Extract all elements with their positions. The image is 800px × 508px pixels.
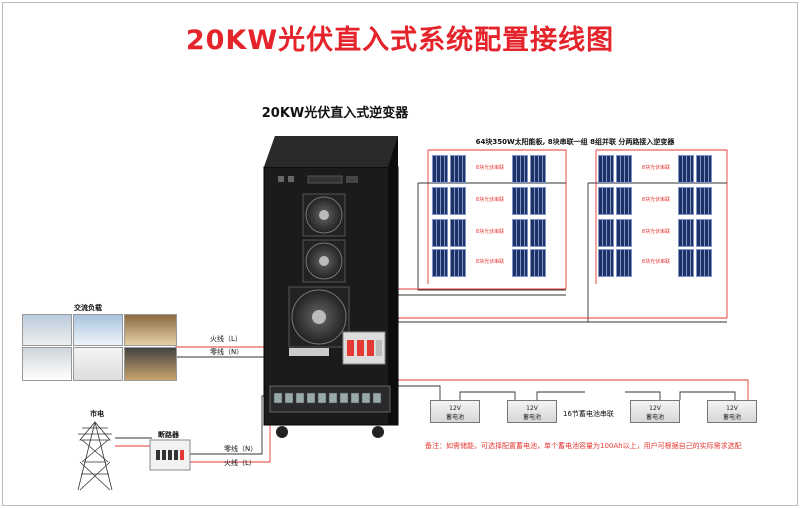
solar-panel xyxy=(530,155,546,183)
pv-array-title: 64块350W太阳能板, 8块串联一组 8组并联 分两路接入逆变器 xyxy=(475,138,675,146)
pv-string-label: 8块光伏串联 xyxy=(641,197,671,203)
induction-cooker-image xyxy=(124,347,177,381)
solar-panel xyxy=(616,187,632,215)
pv-string: 8块光伏串联 xyxy=(598,187,716,217)
ac-load-title: 交流负载 xyxy=(74,304,102,312)
solar-panel xyxy=(678,219,694,247)
solar-panel xyxy=(512,249,528,277)
solar-panel xyxy=(678,155,694,183)
pv-string: 8块光伏串联 xyxy=(432,219,550,249)
solar-panel xyxy=(530,219,546,247)
breaker-box xyxy=(149,439,191,471)
pv-string: 8块光伏串联 xyxy=(432,187,550,217)
solar-panel xyxy=(450,249,466,277)
solar-panel xyxy=(696,155,712,183)
grid-neutral-label: 零线（N） xyxy=(224,445,258,453)
pv-string: 8块光伏串联 xyxy=(598,249,716,279)
inverter-cabinet xyxy=(263,136,399,438)
battery-voltage: 12V xyxy=(449,405,461,412)
battery: 12V 蓄电池 xyxy=(707,400,757,423)
grid-live-label: 火线（L） xyxy=(224,459,256,467)
battery-name: 蓄电池 xyxy=(522,414,541,421)
battery-name: 蓄电池 xyxy=(645,414,664,421)
power-tower xyxy=(77,421,113,491)
solar-panel xyxy=(512,187,528,215)
pv-string-label: 8块光伏串联 xyxy=(475,229,505,235)
pv-string-label: 8块光伏串联 xyxy=(475,197,505,203)
battery-note: 备注：如需储能，可选择配置蓄电池，单个蓄电池容量为100Ah以上，用户可根据自己… xyxy=(425,442,742,450)
pv-string: 8块光伏串联 xyxy=(598,219,716,249)
solar-panel xyxy=(696,249,712,277)
pv-string: 8块光伏串联 xyxy=(432,249,550,279)
solar-panel xyxy=(696,219,712,247)
laptop-image xyxy=(73,314,123,346)
battery-name: 蓄电池 xyxy=(722,414,741,421)
pv-string-label: 8块光伏串联 xyxy=(641,229,671,235)
battery-series-label: 16节蓄电池串联 xyxy=(563,410,614,418)
solar-panel xyxy=(432,249,448,277)
pv-string: 8块光伏串联 xyxy=(598,155,716,185)
page-title: 20KW光伏直入式系统配置接线图 xyxy=(185,25,615,56)
battery-voltage: 12V xyxy=(526,405,538,412)
solar-panel xyxy=(598,219,614,247)
pv-string-label: 8块光伏串联 xyxy=(641,259,671,265)
battery-voltage: 12V xyxy=(649,405,661,412)
pv-string-label: 8块光伏串联 xyxy=(475,259,505,265)
solar-panel xyxy=(696,187,712,215)
pv-string-label: 8块光伏串联 xyxy=(641,165,671,171)
air-conditioner-image xyxy=(73,347,123,381)
solar-panel xyxy=(432,155,448,183)
solar-panel xyxy=(616,155,632,183)
solar-panel xyxy=(512,155,528,183)
solar-panel xyxy=(530,249,546,277)
appliance-image xyxy=(22,347,72,381)
pv-string-label: 8块光伏串联 xyxy=(475,165,505,171)
solar-panel xyxy=(450,219,466,247)
solar-panel xyxy=(678,249,694,277)
battery: 12V 蓄电池 xyxy=(430,400,480,423)
solar-panel xyxy=(432,219,448,247)
solar-panel xyxy=(432,187,448,215)
battery: 12V 蓄电池 xyxy=(630,400,680,423)
solar-panel xyxy=(450,155,466,183)
inverter-title: 20KW光伏直入式逆变器 xyxy=(261,106,409,121)
solar-panel xyxy=(616,219,632,247)
pv-string: 8块光伏串联 xyxy=(432,155,550,185)
solar-panel xyxy=(598,249,614,277)
battery-name: 蓄电池 xyxy=(445,414,464,421)
breaker-title: 断路器 xyxy=(158,431,179,439)
battery: 12V 蓄电池 xyxy=(507,400,557,423)
ac-neutral-label: 零线（N） xyxy=(210,348,244,356)
solar-panel xyxy=(678,187,694,215)
solar-panel xyxy=(450,187,466,215)
grid-title: 市电 xyxy=(90,410,104,418)
battery-voltage: 12V xyxy=(726,405,738,412)
ac-live-label: 火线（L） xyxy=(210,335,242,343)
solar-panel xyxy=(598,187,614,215)
solar-panel xyxy=(512,219,528,247)
solar-panel xyxy=(598,155,614,183)
solar-panel xyxy=(530,187,546,215)
fan-image xyxy=(22,314,72,346)
solar-panel xyxy=(616,249,632,277)
lamp-image xyxy=(124,314,177,346)
